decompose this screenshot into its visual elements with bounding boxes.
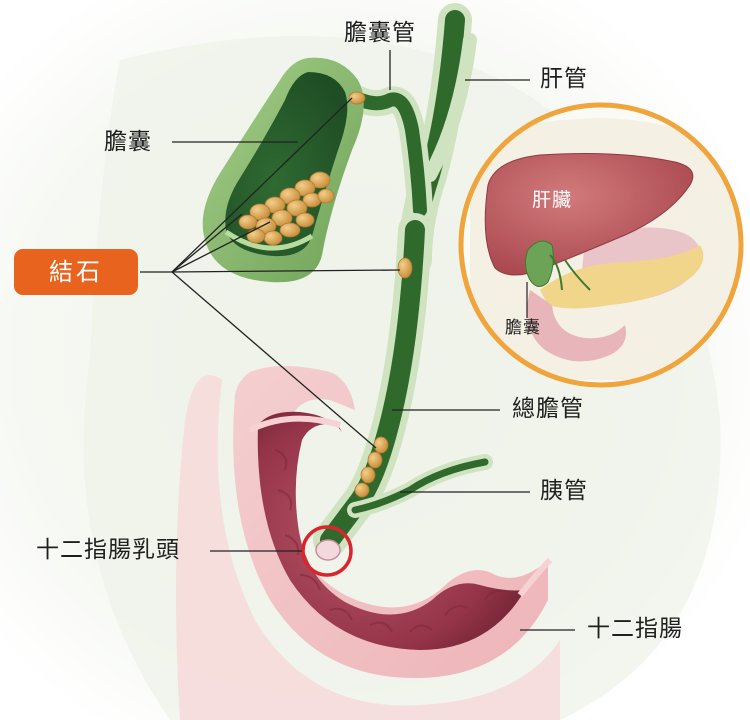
cystic-duct-core: [345, 89, 427, 217]
duodenum-fold-lines: [274, 449, 506, 633]
duodenum-outer-wall: [176, 375, 560, 720]
gallstones: [238, 91, 413, 498]
inset-ducts: [549, 254, 591, 291]
common-duct-stone-lower-cluster: [354, 436, 389, 498]
bile-ducts: [313, 3, 493, 557]
gallbladder-stone-cluster: [238, 171, 335, 246]
inset-label-liver: 肝臟: [532, 189, 573, 211]
leader-lines: [140, 50, 575, 631]
pancreatic-duct-core: [351, 458, 489, 514]
papilla-circle: [301, 525, 353, 577]
cystic-duct-stone: [348, 91, 366, 105]
gallbladder-cut-rim: [224, 229, 314, 251]
duodenum: [176, 366, 560, 720]
hepatic-branch: [423, 33, 477, 182]
stone-badge: 結石: [14, 249, 138, 295]
papilla: [315, 539, 341, 561]
label-stones: 結石: [49, 258, 103, 286]
label-gallbladder: 膽囊: [104, 129, 152, 155]
label-hepatic-duct: 肝管: [540, 66, 588, 92]
label-duodenal-papilla: 十二指腸乳頭: [36, 537, 180, 563]
duodenum-cut-rim: [248, 415, 341, 433]
inset-pancreas: [540, 245, 704, 309]
inset-duodenum: [527, 290, 626, 362]
inset-overview: [458, 102, 744, 388]
inset-ring: [458, 102, 744, 388]
label-pancreatic-duct: 胰管: [540, 478, 588, 504]
inset-gallbladder: [524, 240, 554, 287]
label-duodenum: 十二指腸: [587, 616, 683, 642]
label-cystic-duct: 膽囊管: [344, 20, 416, 46]
label-common-bile-duct: 總膽管: [512, 396, 584, 422]
inset-label-gallbladder: 膽囊: [505, 318, 541, 338]
duodenum-cut-rim-2: [517, 557, 553, 597]
common-duct-stone-upper: [397, 257, 413, 279]
duodenum-lumen: [257, 411, 525, 650]
